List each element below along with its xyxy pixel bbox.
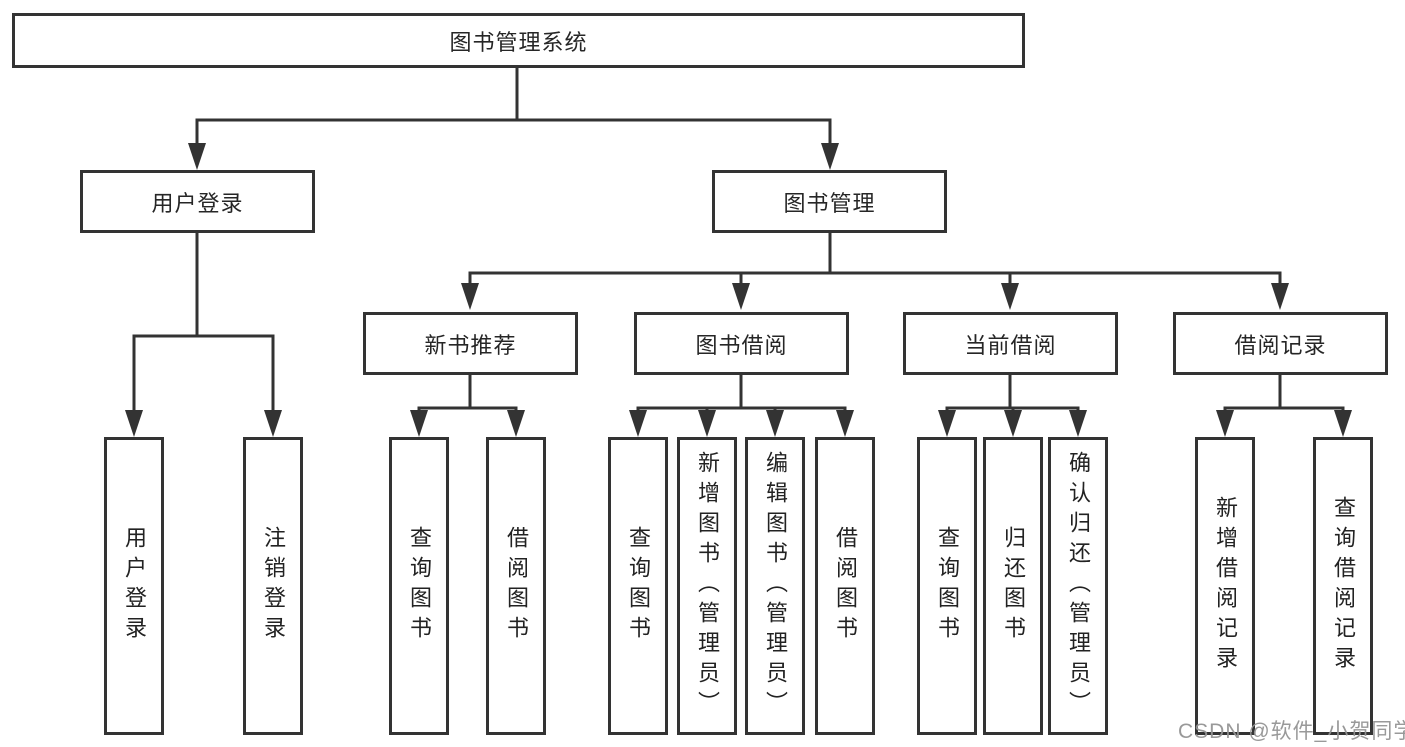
leaf-add-borrow-record: 新增借阅记录	[1195, 437, 1255, 735]
leaf-edit-book-admin-label: 编辑图书（管理员）	[763, 451, 788, 721]
node-new-book-recommend: 新书推荐	[363, 312, 578, 375]
leaf-logout: 注销登录	[243, 437, 303, 735]
node-new-book-recommend-label: 新书推荐	[424, 332, 517, 358]
node-book-management-label: 图书管理	[783, 190, 876, 216]
node-book-borrow-label: 图书借阅	[695, 332, 788, 358]
leaf-query-books-recommend-label: 查询图书	[407, 526, 432, 646]
leaf-add-book-admin-label: 新增图书（管理员）	[695, 451, 720, 721]
node-book-management: 图书管理	[712, 170, 947, 233]
leaf-query-books-current: 查询图书	[917, 437, 977, 735]
node-current-borrow-label: 当前借阅	[964, 332, 1057, 358]
leaf-confirm-return-admin: 确认归还（管理员）	[1048, 437, 1108, 735]
leaf-user-login-label: 用户登录	[122, 526, 147, 646]
leaf-user-login: 用户登录	[104, 437, 164, 735]
node-root-label: 图书管理系统	[449, 29, 588, 55]
node-current-borrow: 当前借阅	[903, 312, 1118, 375]
leaf-query-borrow-record-label: 查询借阅记录	[1331, 496, 1356, 676]
leaf-borrow-books-recommend: 借阅图书	[486, 437, 546, 735]
csdn-watermark: CSDN @软件_小贺同学	[1178, 720, 1405, 743]
node-borrow-records-label: 借阅记录	[1234, 332, 1327, 358]
leaf-borrow-books-label: 借阅图书	[833, 526, 858, 646]
node-borrow-records: 借阅记录	[1173, 312, 1388, 375]
leaf-return-books: 归还图书	[983, 437, 1043, 735]
node-user-login: 用户登录	[80, 170, 315, 233]
node-book-borrow: 图书借阅	[634, 312, 849, 375]
leaf-query-books-current-label: 查询图书	[935, 526, 960, 646]
node-user-login-label: 用户登录	[151, 190, 244, 216]
leaf-add-book-admin: 新增图书（管理员）	[677, 437, 737, 735]
leaf-borrow-books: 借阅图书	[815, 437, 875, 735]
node-root: 图书管理系统	[12, 13, 1025, 68]
leaf-edit-book-admin: 编辑图书（管理员）	[745, 437, 805, 735]
leaf-query-books-borrow: 查询图书	[608, 437, 668, 735]
leaf-query-books-borrow-label: 查询图书	[626, 526, 651, 646]
leaf-confirm-return-admin-label: 确认归还（管理员）	[1066, 451, 1091, 721]
leaf-query-books-recommend: 查询图书	[389, 437, 449, 735]
leaf-logout-label: 注销登录	[261, 526, 286, 646]
leaf-add-borrow-record-label: 新增借阅记录	[1213, 496, 1238, 676]
leaf-return-books-label: 归还图书	[1001, 526, 1026, 646]
leaf-borrow-books-recommend-label: 借阅图书	[504, 526, 529, 646]
leaf-query-borrow-record: 查询借阅记录	[1313, 437, 1373, 735]
